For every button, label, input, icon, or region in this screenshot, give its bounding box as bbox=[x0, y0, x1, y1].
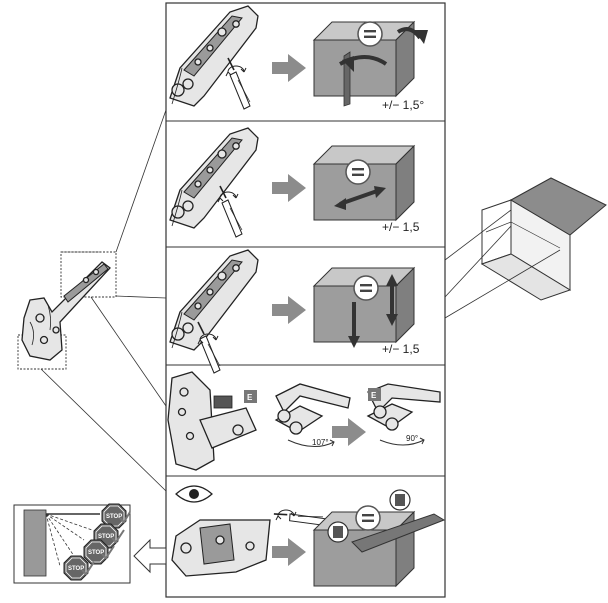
eye-icon bbox=[175, 485, 213, 503]
overview-hinge-mechanism bbox=[17, 109, 167, 492]
step-3-tolerance: +/− 1,5 bbox=[382, 342, 420, 356]
stop-label: STOP bbox=[68, 566, 84, 572]
equal-icon bbox=[345, 159, 371, 185]
weight-icon bbox=[389, 489, 411, 511]
stop-label: STOP bbox=[88, 550, 104, 556]
equal-icon bbox=[355, 505, 381, 531]
hinge-mechanism-icon bbox=[169, 5, 259, 107]
badge-e bbox=[368, 388, 381, 401]
arrow-left-icon bbox=[133, 538, 167, 574]
checkmark-icon bbox=[81, 561, 95, 576]
step-2-tolerance: +/− 1,5 bbox=[382, 220, 420, 234]
equal-icon bbox=[357, 21, 383, 47]
step-1-tilt-adjustment: +/− 1,5° bbox=[169, 5, 428, 112]
arrow-icon bbox=[272, 174, 306, 202]
closed-angle-90: 90° E bbox=[366, 383, 441, 446]
step-3-height-adjustment: +/− 1,5 bbox=[169, 249, 420, 374]
arrow-icon bbox=[272, 54, 306, 82]
steps-panel bbox=[165, 2, 446, 598]
step-5-force-adjustment: STOP STOP STOP STOP bbox=[13, 485, 446, 587]
open-angle-107: 107° bbox=[272, 380, 351, 458]
stop-label: STOP bbox=[98, 534, 114, 540]
checkmark-icon bbox=[101, 545, 115, 560]
step-2-side-adjustment: +/− 1,5 bbox=[169, 127, 420, 238]
cabinet-with-flap bbox=[444, 177, 607, 319]
angle-open-label: 107° bbox=[312, 438, 329, 447]
badge-e-label: E bbox=[247, 393, 253, 402]
checkmark-icon bbox=[111, 529, 125, 544]
hinge-mechanism-icon bbox=[169, 249, 259, 351]
stop-inset: STOP STOP STOP STOP bbox=[13, 503, 131, 584]
hinge-mechanism-icon bbox=[167, 371, 215, 471]
step-1-tolerance: +/− 1,5° bbox=[382, 98, 424, 112]
badge-e bbox=[244, 390, 257, 403]
hinge-mechanism-icon bbox=[169, 127, 259, 229]
weight-icon bbox=[327, 521, 349, 543]
arrow-icon bbox=[272, 296, 306, 324]
checkmark-icon bbox=[119, 511, 131, 524]
screwdriver-icon bbox=[227, 57, 251, 110]
step-4-opening-angle: E 107° 90° E bbox=[167, 371, 441, 471]
angle-closed-label: 90° bbox=[406, 434, 418, 443]
equal-icon bbox=[353, 275, 379, 301]
arrow-icon bbox=[272, 538, 306, 566]
badge-e-label-2: E bbox=[371, 391, 377, 400]
stop-label: STOP bbox=[106, 514, 122, 520]
